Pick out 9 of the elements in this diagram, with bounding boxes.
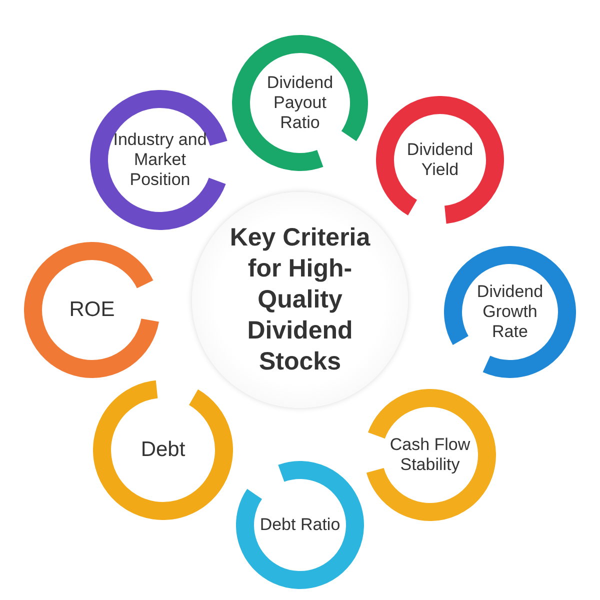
center-title: Key Criteria for High-Quality Dividend Stocks [228, 222, 372, 378]
criterion-label: ROE [68, 298, 116, 322]
criterion-label: Industry and Market Position [112, 130, 208, 190]
criterion-label: Debt Ratio [258, 515, 342, 535]
criterion-label: Cash Flow Stability [388, 435, 472, 475]
criterion-label: Debt [140, 438, 186, 462]
criterion-label: Dividend Yield [406, 140, 474, 180]
criterion-label: Dividend Payout Ratio [266, 73, 334, 133]
criterion-label: Dividend Growth Rate [476, 282, 544, 342]
